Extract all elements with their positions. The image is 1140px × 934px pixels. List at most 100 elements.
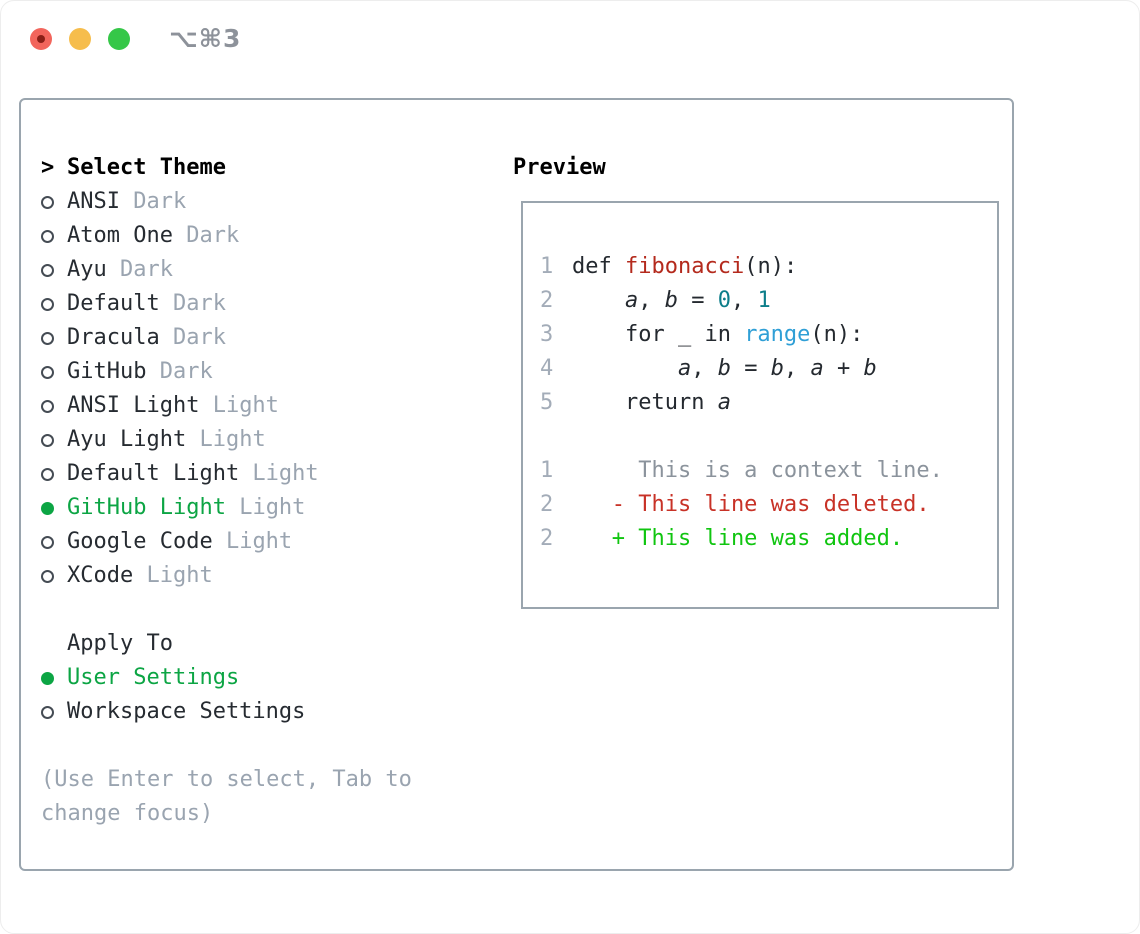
keyboard-hint-line2: change focus): [41, 801, 214, 826]
radio-unselected-icon: [41, 365, 67, 379]
variant-label: Light: [225, 495, 306, 520]
code-line: 1 def fibonacci(n):: [540, 250, 987, 284]
option-label: Google Code: [67, 529, 213, 554]
code-line: 1 This is a context line.: [540, 454, 987, 488]
select-theme-header-label: Select Theme: [67, 155, 226, 180]
line-number: 1: [540, 254, 554, 279]
line-content: This is a context line.: [572, 458, 943, 483]
line-content: def fibonacci(n):: [572, 254, 798, 279]
line-content: a, b = b, a + b: [677, 356, 877, 381]
radio-unselected-icon: [41, 705, 67, 719]
variant-label: Light: [212, 529, 293, 554]
line-content: return a: [572, 390, 731, 415]
titlebar: ⌥⌘3: [1, 1, 1139, 76]
option-label: Default Light: [67, 461, 240, 486]
radio-unselected-icon: [41, 195, 67, 209]
theme-option-ansi[interactable]: ANSI Dark: [41, 185, 503, 219]
theme-option-atom-one[interactable]: Atom One Dark: [41, 219, 503, 253]
radio-unselected-icon: [41, 399, 67, 413]
close-button[interactable]: [30, 27, 52, 50]
apply-option-workspace-settings[interactable]: Workspace Settings: [41, 695, 503, 729]
option-label: XCode: [67, 563, 134, 588]
line-number: 2: [540, 288, 554, 313]
option-label: Ayu: [67, 257, 107, 282]
variant-label: Dark: [119, 189, 187, 214]
radio-unselected-icon: [41, 467, 67, 481]
line-number: 5: [540, 390, 554, 415]
focus-caret-icon: >: [41, 155, 55, 180]
theme-option-default-light[interactable]: Default Light Light: [41, 457, 503, 491]
radio-selected-icon: [41, 671, 67, 685]
option-label: Default: [67, 291, 160, 316]
radio-unselected-icon: [41, 263, 67, 277]
option-label: GitHub: [67, 359, 147, 384]
unsaved-dot-icon: [37, 34, 45, 43]
radio-selected-icon: [41, 501, 67, 515]
theme-option-xcode[interactable]: XCode Light: [41, 559, 503, 593]
apply-to-header-label: Apply To: [67, 631, 173, 656]
line-content: for _ in range(n):: [572, 322, 864, 347]
theme-option-ayu[interactable]: Ayu Dark: [41, 253, 503, 287]
theme-option-ayu-light[interactable]: Ayu Light Light: [41, 423, 503, 457]
line-number: [540, 420, 572, 454]
preview-header: Preview: [513, 155, 606, 180]
zoom-button[interactable]: [108, 27, 130, 50]
line-number: 3: [540, 322, 554, 347]
radio-unselected-icon: [41, 297, 67, 311]
radio-unselected-icon: [41, 229, 67, 243]
code-line: [540, 420, 987, 454]
code-line: 2 a, b = 0, 1: [540, 284, 987, 318]
option-label: GitHub Light: [67, 495, 226, 520]
theme-option-default[interactable]: Default Dark: [41, 287, 503, 321]
variant-label: Dark: [159, 325, 226, 350]
code-line: 2 - This line was deleted.: [540, 488, 987, 522]
line-number: 4: [540, 356, 554, 381]
variant-label: Light: [199, 393, 279, 418]
apply-to-header: Apply To: [67, 627, 503, 661]
variant-label: Dark: [106, 257, 173, 282]
line-number: 2: [540, 526, 554, 551]
radio-unselected-icon: [41, 331, 67, 345]
option-label: Ayu Light: [67, 427, 187, 452]
line-number: 1: [540, 458, 554, 483]
option-label: User Settings: [67, 665, 240, 690]
theme-option-dracula[interactable]: Dracula Dark: [41, 321, 503, 355]
option-label: ANSI Light: [67, 393, 200, 418]
radio-unselected-icon: [41, 433, 67, 447]
variant-label: Light: [133, 563, 213, 588]
line-content: - This line was deleted.: [572, 492, 930, 517]
radio-unselected-icon: [41, 569, 67, 583]
code-line: 4 a, b = b, a + b: [540, 352, 987, 386]
variant-label: Dark: [159, 291, 226, 316]
theme-option-google-code[interactable]: Google Code Light: [41, 525, 503, 559]
code-line: 3 for _ in range(n):: [540, 318, 987, 352]
line-number: 2: [540, 492, 554, 517]
variant-label: Light: [186, 427, 266, 452]
minimize-button[interactable]: [69, 27, 91, 50]
select-theme-header: > Select Theme: [41, 151, 503, 185]
theme-option-github-light[interactable]: GitHub Light Light: [41, 491, 503, 525]
keyboard-hint-line1: (Use Enter to select, Tab to: [41, 767, 412, 792]
code-line: 5 return a: [540, 386, 987, 420]
option-label: Dracula: [67, 325, 160, 350]
line-content: + This line was added.: [572, 526, 904, 551]
variant-label: Dark: [146, 359, 213, 384]
option-label: Workspace Settings: [67, 699, 306, 724]
code-line: 2 + This line was added.: [540, 522, 987, 556]
window-title: ⌥⌘3: [169, 24, 242, 53]
line-content: a, b = 0, 1: [624, 288, 771, 313]
theme-option-ansi-light[interactable]: ANSI Light Light: [41, 389, 503, 423]
radio-unselected-icon: [41, 535, 67, 549]
theme-option-github[interactable]: GitHub Dark: [41, 355, 503, 389]
variant-label: Dark: [172, 223, 240, 248]
apply-option-user-settings[interactable]: User Settings: [41, 661, 503, 695]
option-label: Atom One: [67, 223, 173, 248]
option-label: ANSI: [67, 189, 120, 214]
variant-label: Light: [239, 461, 319, 486]
